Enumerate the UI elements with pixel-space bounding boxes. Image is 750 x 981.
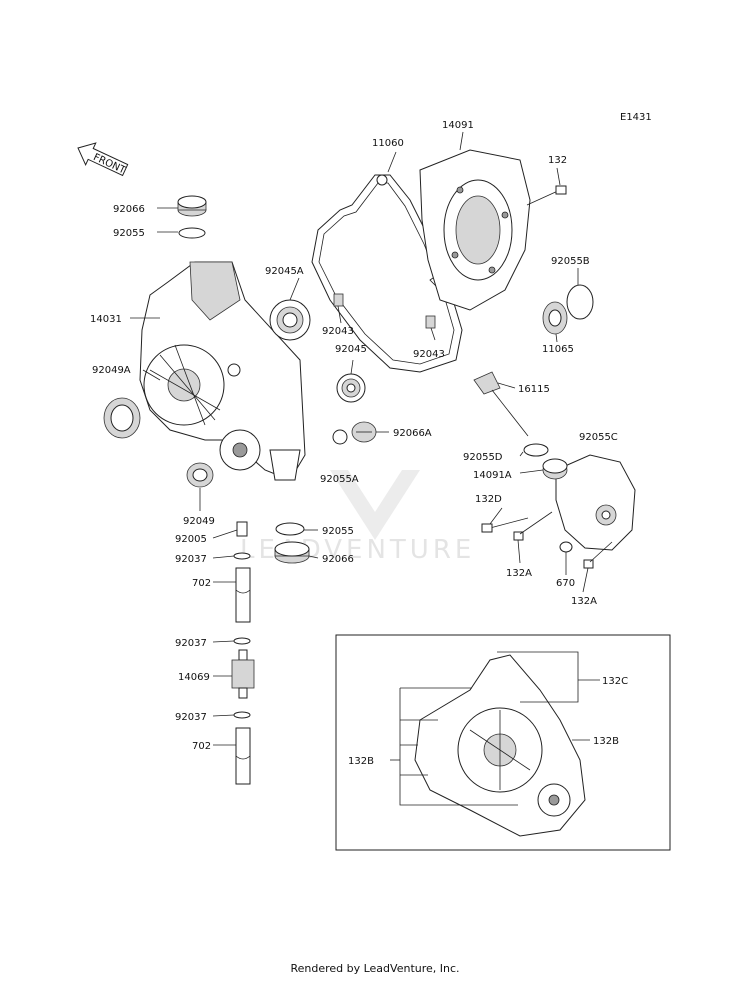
label-92066a: 92066A [393, 428, 432, 439]
oil-seal-92049 [186, 462, 214, 488]
cover-92055c [555, 454, 636, 551]
bearing-92045a [269, 299, 311, 341]
label-92055: 92055 [113, 228, 145, 239]
fitting-92005 [236, 521, 248, 537]
plug-92066-lower [274, 541, 310, 564]
label-92043-b: 92043 [413, 349, 445, 360]
oring-92055a [332, 429, 348, 445]
plug-92066a [351, 421, 377, 443]
label-702-b: 702 [192, 741, 211, 752]
diagram-code: E1431 [620, 112, 652, 123]
label-92043-a: 92043 [322, 326, 354, 337]
label-14031: 14031 [90, 314, 122, 325]
oring-670 [559, 541, 573, 553]
hose-702-b [235, 727, 251, 785]
cover-14091 [419, 149, 531, 311]
label-11065: 11065 [542, 344, 574, 355]
label-132c: 132C [602, 676, 628, 687]
label-92037-c: 92037 [175, 712, 207, 723]
label-132a-1: 132A [506, 568, 532, 579]
label-92055c: 92055C [579, 432, 618, 443]
clamp-92037-a [233, 552, 251, 560]
label-132b-left: 132B [348, 756, 374, 767]
label-92055-lower: 92055 [322, 526, 354, 537]
gasket-11060 [311, 174, 463, 373]
dowel-92043-a [333, 293, 344, 307]
clamp-92037-b [233, 637, 251, 645]
bearing-92045 [336, 373, 366, 403]
label-132a-2: 132A [571, 596, 597, 607]
label-92005: 92005 [175, 534, 207, 545]
oring-92055-lower [275, 522, 305, 536]
label-92066: 92066 [113, 204, 145, 215]
label-132: 132 [548, 155, 567, 166]
oring-92055b [566, 284, 594, 320]
label-92045a: 92045A [265, 266, 304, 277]
label-132d: 132D [475, 494, 502, 505]
leader-lines [130, 131, 589, 746]
clamp-92037-c [233, 711, 251, 719]
bolt-132d [481, 517, 529, 533]
label-132b-right: 132B [593, 736, 619, 747]
label-92055a: 92055A [320, 474, 359, 485]
plug-92066 [177, 195, 207, 217]
dipstick-16115 [473, 371, 529, 437]
label-14091a: 14091A [473, 470, 512, 481]
footer-credit: Rendered by LeadVenture, Inc. [290, 962, 460, 975]
label-11060: 11060 [372, 138, 404, 149]
label-92055b: 92055B [551, 256, 590, 267]
label-14091: 14091 [442, 120, 474, 131]
part-labels: 92066 92055 14031 92049A 92045A 92043 92… [90, 120, 628, 767]
label-92037-a: 92037 [175, 554, 207, 565]
crankcase-cover-14031 [139, 261, 306, 481]
cap-14091a [542, 458, 568, 480]
hose-702-a [235, 567, 251, 623]
label-92066-lower: 92066 [322, 554, 354, 565]
filter-14069 [231, 649, 255, 699]
label-92045: 92045 [335, 344, 367, 355]
front-arrow-icon: FRONT [77, 142, 129, 177]
label-92055d: 92055D [463, 452, 503, 463]
oring-92055 [178, 227, 206, 239]
label-670: 670 [556, 578, 575, 589]
bolt-132a-1 [513, 511, 553, 541]
inset-bolt-layout [335, 634, 671, 851]
label-702-a: 702 [192, 578, 211, 589]
label-92049: 92049 [183, 516, 215, 527]
label-16115: 16115 [518, 384, 550, 395]
oil-seal-92049a [103, 397, 141, 439]
label-14069: 14069 [178, 672, 210, 683]
seal-11065 [542, 301, 568, 335]
bolt-132a-2 [583, 541, 613, 569]
dowel-92043-b [425, 315, 436, 329]
bolt-132 [526, 185, 567, 206]
oring-92055d [523, 443, 549, 457]
label-92049a: 92049A [92, 365, 131, 376]
label-92037-b: 92037 [175, 638, 207, 649]
